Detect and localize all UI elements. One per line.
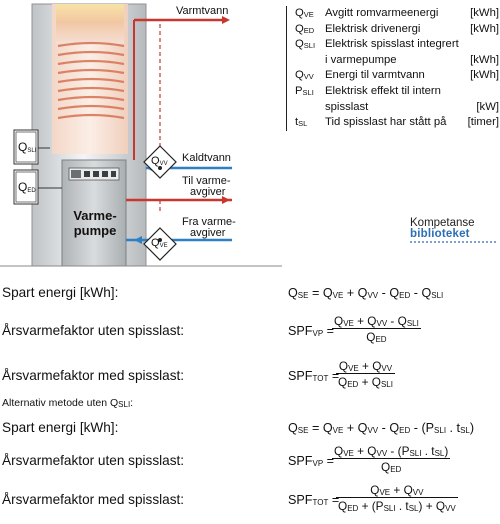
legend-row: spisslast [kW] xyxy=(291,100,499,116)
legend-text: i varmepumpe xyxy=(325,53,397,66)
row6-label: Årsvarmefaktor med spisslast: xyxy=(2,492,185,507)
legend-text: Elektrisk drivenergi xyxy=(325,22,421,35)
fraction-spf-tot-alt: QVE + QVV QED + (PSLI . tSL) + QVV xyxy=(336,483,458,513)
row1-label: Spart energi [kWh]: xyxy=(2,285,119,300)
spf-vp-lhs: SPFVP = xyxy=(288,324,335,338)
legend-row: QVE Avgitt romvarmeenergi [kWh] xyxy=(291,6,499,22)
legend-unit: [kWh] xyxy=(470,22,499,35)
label-til-varmeavgiver-1: Til varme- xyxy=(182,175,231,187)
arrow-left-icon xyxy=(134,236,142,244)
meter-qsli-label: QSLI xyxy=(18,140,37,154)
legend-text: Elektrisk effekt til intern xyxy=(325,84,441,97)
meter-qve-label: QVE xyxy=(151,237,168,249)
legend-text: spisslast xyxy=(325,100,369,113)
legend-symbol: QSLI xyxy=(295,38,316,51)
legend-unit: [timer] xyxy=(467,116,499,129)
legend-row: i varmepumpe [kWh] xyxy=(291,53,499,69)
formula-spart-energi: QSE = QVE + QVV - QED - QSLI xyxy=(288,286,444,300)
spf-tot-lhs: SPFTOT = xyxy=(288,369,340,383)
meter-qve-icon xyxy=(143,227,177,261)
legend-symbol: QED xyxy=(295,22,315,35)
fraction-spf-tot: QVE + QVV QED + QSLI xyxy=(336,359,395,389)
spf-vp-alt-lhs: SPFVP = xyxy=(288,454,335,468)
kompetansebiblioteket-logo: Kompetanse biblioteket xyxy=(410,217,496,243)
row2-label: Årsvarmefaktor uten spisslast: xyxy=(2,323,185,338)
meter-qvv-icon xyxy=(143,145,177,179)
meter-qed-label: QED xyxy=(18,180,36,194)
heat-pump-diagram xyxy=(0,3,282,267)
legend-text: Energi til varmtvann xyxy=(325,69,425,82)
meter-qed-icon xyxy=(13,169,62,205)
meter-qvv-label: QVV xyxy=(151,155,168,167)
label-fra-varmeavgiver-2: avgiver xyxy=(190,227,226,239)
legend-row: QSLI Elektrisk spisslast integrert xyxy=(291,37,499,53)
heating-coil xyxy=(57,41,125,120)
label-til-varmeavgiver-2: avgiver xyxy=(190,186,226,198)
arrow-right-icon xyxy=(222,196,230,204)
label-kaldtvann: Kaldtvann xyxy=(182,152,231,164)
fraction-spf-vp-alt: QVE + QVV - (PSLI . tSL) QED xyxy=(332,444,451,474)
legend-row: PSLI Elektrisk effekt til intern xyxy=(291,84,499,100)
legend-symbol: QVE xyxy=(295,7,314,19)
spf-tot-alt-lhs: SPFTOT = xyxy=(288,493,340,507)
pump-label: Varme- pumpe xyxy=(73,208,117,238)
legend-unit: [kW] xyxy=(476,100,499,113)
legend-symbol: QVV xyxy=(295,69,314,82)
legend-row: tSL Tid spisslast har stått på [timer] xyxy=(291,115,499,131)
meter-qsli-icon xyxy=(13,129,50,165)
legend-text: Tid spisslast har stått på xyxy=(325,116,447,129)
legend-symbol: PSLI xyxy=(295,84,314,97)
legend-unit: [kWh] xyxy=(470,69,499,82)
legend-symbol: tSL xyxy=(295,116,308,129)
formula-spart-energi-alt: QSE = QVE + QVV - QED - (PSLI . tSL) xyxy=(288,421,475,435)
row5-label: Årsvarmefaktor uten spisslast: xyxy=(2,453,185,468)
arrow-right-icon xyxy=(222,16,230,24)
legend-text: Elektrisk spisslast integrert xyxy=(325,38,459,51)
label-varmtvann: Varmtvann xyxy=(176,5,229,17)
symbol-legend: QVE Avgitt romvarmeenergi [kWh] QED Elektris… xyxy=(286,6,499,131)
row3-label: Årsvarmefaktor med spisslast: xyxy=(2,368,185,383)
legend-row: QVV Energi til varmtvann [kWh] xyxy=(291,68,499,84)
fraction-spf-vp: QVE + QVV - QSLI QED xyxy=(332,314,421,344)
row4-label: Spart energi [kWh]: xyxy=(2,420,119,435)
legend-unit: [kWh] xyxy=(470,7,499,19)
legend-unit: [kWh] xyxy=(470,53,499,66)
legend-row: QED Elektrisk drivenergi [kWh] xyxy=(291,22,499,38)
legend-text: Avgitt romvarmeenergi xyxy=(325,7,439,19)
alt-method-label: Alternativ metode uten QSLI: xyxy=(2,397,134,409)
label-fra-varmeavgiver-1: Fra varme- xyxy=(182,216,236,228)
